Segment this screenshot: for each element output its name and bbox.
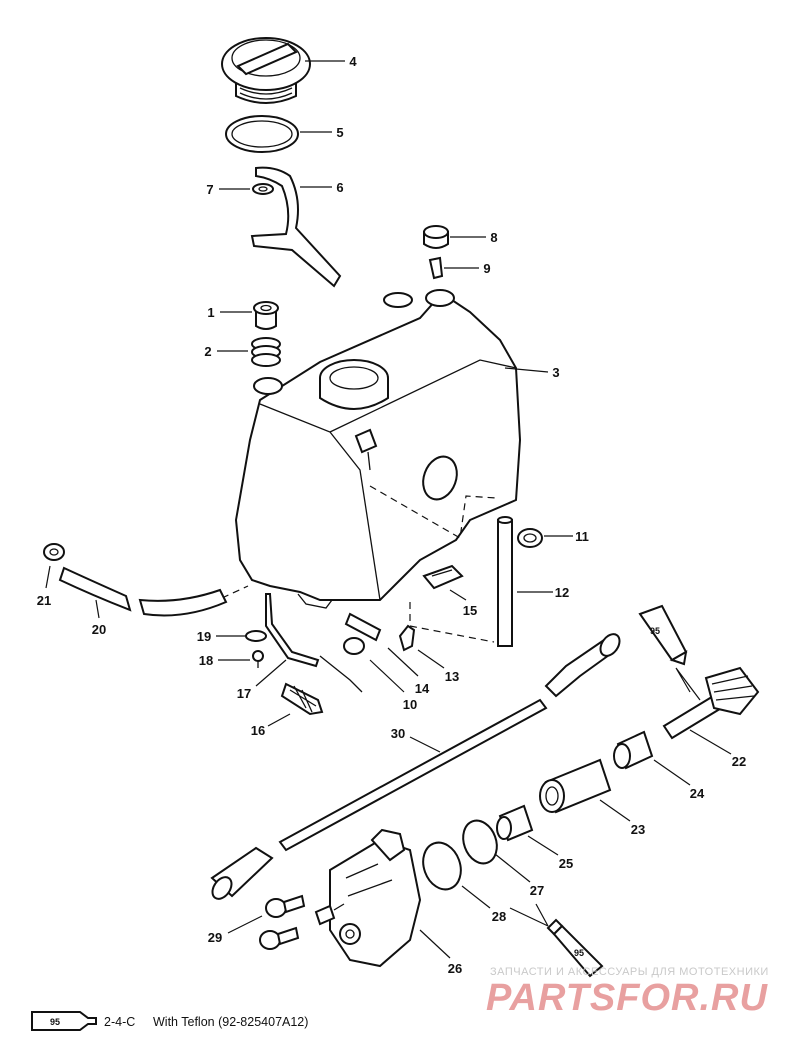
callout-leader-23: [599, 799, 631, 822]
part-15-pad: [422, 564, 464, 590]
callout-layer: 1234567891011121314151617181920212223242…: [37, 54, 746, 976]
part-27-o-ring: [462, 819, 498, 865]
callout-label-7: 7: [206, 182, 213, 197]
callout-label-18: 18: [199, 653, 213, 668]
part-3-oil-tank: [234, 289, 522, 609]
part-1-grommet: [253, 301, 279, 330]
callout-leader-22: [689, 729, 732, 755]
callout-label-1: 1: [207, 305, 214, 320]
callout-leader-28: [461, 885, 491, 909]
callout-leader-10: [369, 659, 405, 693]
tube-leader-upper: [675, 667, 701, 701]
watermark: ЗАПЧАСТИ И АКСЕССУАРЫ ДЛЯ МОТОТЕХНИКИ PA…: [486, 966, 769, 1019]
callout-leader-15: [449, 589, 467, 601]
part-20-hose: [58, 566, 228, 617]
callout-label-15: 15: [463, 603, 477, 618]
lubricant-tube-95-upper: 95: [638, 604, 688, 666]
callout-leader-14: [387, 647, 419, 677]
part-25-bushing: [496, 804, 534, 842]
callout-label-19: 19: [197, 629, 211, 644]
callout-leader-26: [419, 929, 451, 959]
tube-95-label-lower: 95: [574, 948, 584, 958]
callout-label-9: 9: [483, 261, 490, 276]
callout-label-8: 8: [490, 230, 497, 245]
callout-label-5: 5: [336, 125, 343, 140]
part-29-screws: [259, 894, 306, 950]
part-17-wires: [265, 593, 363, 693]
callout-label-14: 14: [415, 681, 430, 696]
part-11-clamp: [517, 528, 543, 548]
callout-leader-29: [227, 915, 263, 934]
part-5-o-ring: [225, 115, 299, 153]
callout-leader-16: [267, 713, 291, 727]
callout-leader-3: [504, 367, 549, 373]
part-12-tube: [497, 516, 513, 647]
callout-label-17: 17: [237, 686, 251, 701]
part-22-gear-shaft: [662, 666, 760, 740]
part-30-cable: [210, 633, 621, 900]
callout-label-2: 2: [204, 344, 211, 359]
part-9-clip: [428, 256, 444, 280]
lubricant-tube-95-lower: 95: [546, 918, 604, 978]
callout-label-21: 21: [37, 593, 51, 608]
callout-label-28: 28: [492, 909, 506, 924]
callout-label-29: 29: [208, 930, 222, 945]
callout-label-23: 23: [631, 822, 645, 837]
part-7-washer: [252, 183, 274, 195]
part-4-fill-cap: [221, 37, 311, 104]
callout-label-20: 20: [92, 622, 106, 637]
part-8-small-cap: [423, 225, 449, 249]
callout-label-4: 4: [349, 54, 357, 69]
part-23-sleeve: [539, 758, 612, 814]
part-2-spring: [251, 337, 281, 367]
callout-leader-30: [409, 736, 441, 753]
callout-label-11: 11: [575, 529, 589, 544]
callout-label-3: 3: [552, 365, 559, 380]
callout-leader-13: [417, 649, 445, 669]
callout-label-24: 24: [690, 786, 705, 801]
part-10-clip: [343, 637, 365, 655]
callout-label-13: 13: [445, 669, 459, 684]
callout-label-25: 25: [559, 856, 573, 871]
legend: 95 2-4-C With Teflon (92-825407A12): [31, 1011, 308, 1031]
part-14-sleeve: [344, 612, 382, 642]
legend-code: 2-4-C: [104, 1015, 135, 1029]
legend-tube-label: 95: [50, 1017, 60, 1027]
hidden-line-1: [369, 485, 497, 539]
callout-leader-24: [653, 759, 691, 786]
callout-leader-21: [45, 565, 51, 589]
watermark-tagline: ЗАПЧАСТИ И АКСЕССУАРЫ ДЛЯ МОТОТЕХНИКИ: [490, 966, 769, 978]
callout-leader-25: [527, 835, 559, 856]
part-6-strap: [250, 166, 342, 288]
callout-label-27: 27: [530, 883, 544, 898]
callout-label-6: 6: [336, 180, 343, 195]
tube-95-label-upper: 95: [650, 626, 660, 636]
part-26-oil-pump: [314, 828, 422, 968]
part-28-o-ring: [422, 841, 462, 891]
part-16-filter: [280, 682, 324, 716]
callout-label-12: 12: [555, 585, 569, 600]
part-21-hose-clamp: [43, 543, 65, 561]
part-19-washer: [245, 630, 267, 642]
part-18-screw: [252, 650, 264, 668]
hidden-line-3: [221, 585, 249, 599]
hidden-line-2: [409, 602, 495, 643]
callout-label-10: 10: [403, 697, 417, 712]
tube-leader-lower: [509, 903, 549, 927]
callout-label-16: 16: [251, 723, 265, 738]
callout-label-22: 22: [732, 754, 746, 769]
watermark-brand: PARTSFOR.RU: [486, 977, 768, 1019]
callout-leader-20: [95, 599, 100, 619]
callout-label-26: 26: [448, 961, 462, 976]
callout-label-30: 30: [391, 726, 405, 741]
callout-leader-27: [494, 853, 531, 883]
legend-description: With Teflon (92-825407A12): [153, 1015, 308, 1029]
part-13-fitting: [398, 624, 416, 652]
part-24-bushing: [613, 730, 654, 770]
callout-leader-17: [255, 659, 287, 687]
